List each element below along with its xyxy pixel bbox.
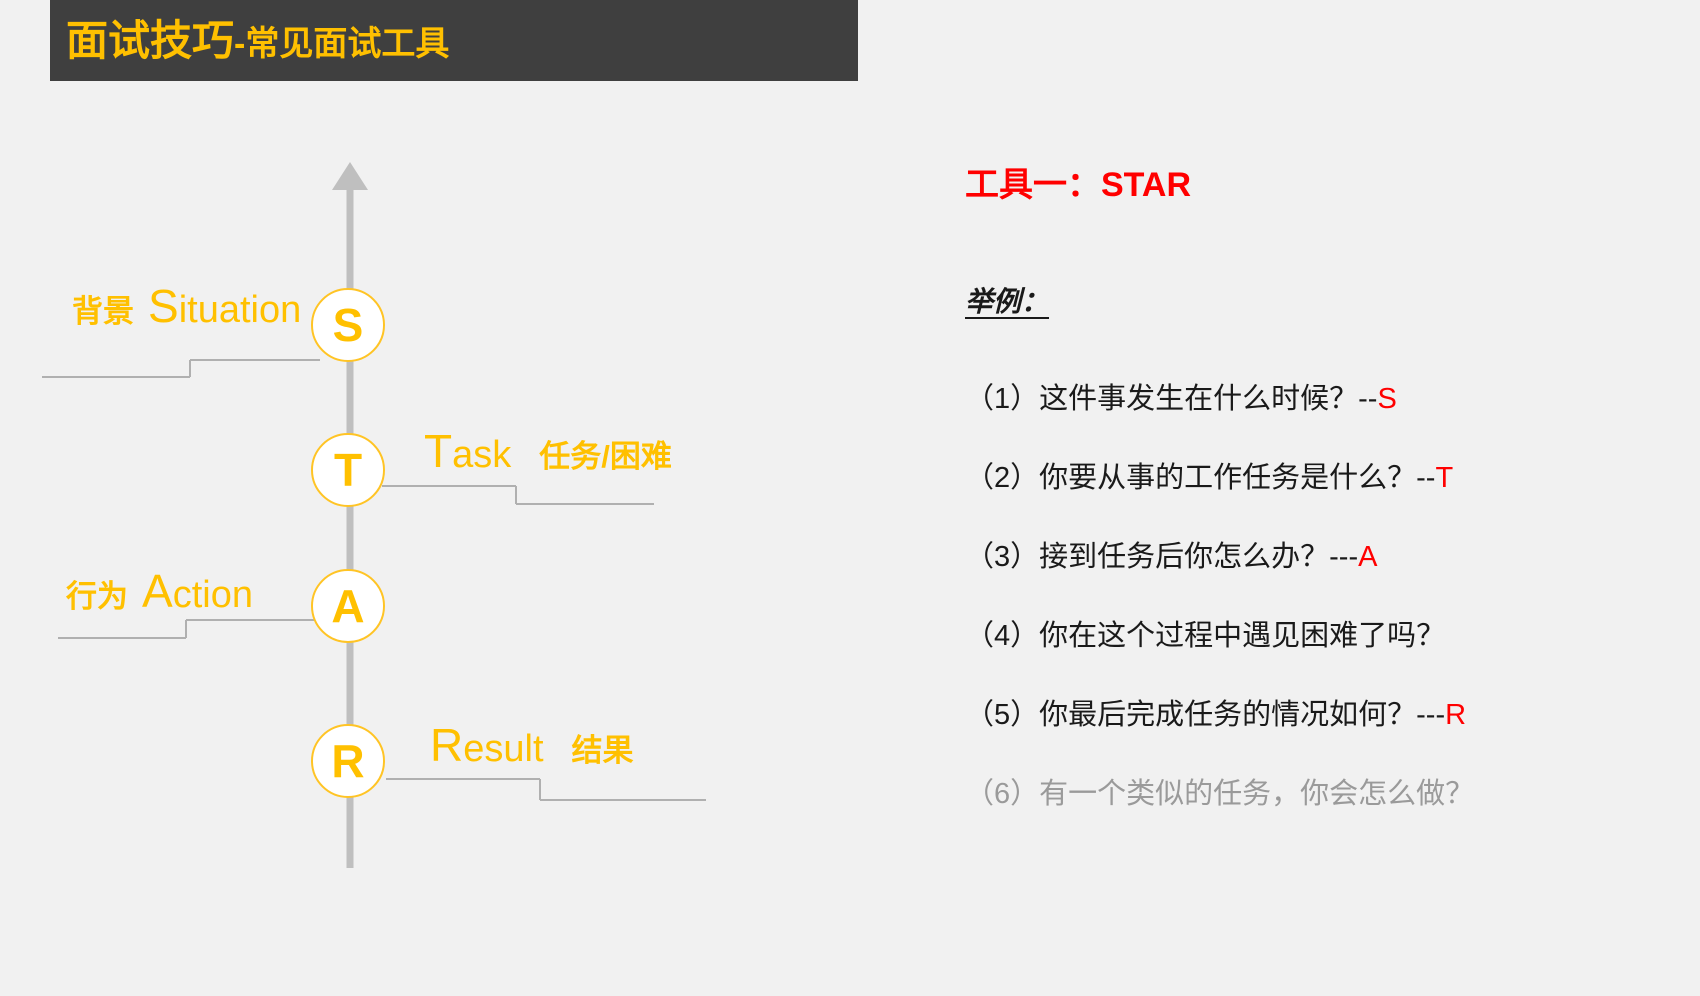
connector-s — [42, 359, 320, 378]
label-result-cn: 结果 — [571, 733, 634, 768]
node-letter-t: T — [333, 444, 363, 496]
page-title-sub: -常见面试工具 — [234, 24, 450, 63]
node-result[interactable]: R — [311, 724, 385, 798]
question-text: （2）你要从事的工作任务是什么？-- — [965, 462, 1436, 494]
connector-a — [58, 619, 322, 639]
connector-t — [382, 485, 654, 505]
label-action-cn: 行为 — [66, 579, 128, 614]
title-bar: 面试技巧-常见面试工具 — [50, 0, 858, 81]
examples-label: 举例： — [965, 286, 1050, 317]
question-tag: S — [1377, 383, 1397, 415]
page-title-main: 面试技巧 — [66, 16, 235, 64]
right-panel: 工具一：STAR 举例： （1）这件事发生在什么时候？--S （2）你要从事的工… — [965, 0, 1685, 996]
star-diagram: S T A R 背景 Situation Task 任务/困难 行为 Action R… — [42, 162, 706, 868]
question-text: （5）你最后完成任务的情况如何？--- — [965, 699, 1446, 731]
label-task: Task 任务/困难 — [424, 428, 672, 474]
question-list: （1）这件事发生在什么时候？--S （2）你要从事的工作任务是什么？--T （3… — [965, 360, 1685, 834]
node-letter-a: A — [331, 580, 365, 632]
question-tag: R — [1445, 699, 1467, 731]
page-title: 面试技巧-常见面试工具 — [66, 16, 450, 64]
label-result-en: Result — [430, 719, 544, 771]
label-result: Result 结果 — [430, 722, 634, 768]
list-item: （6）有一个类似的任务，你会怎么做？ — [965, 755, 1685, 834]
list-item: （3）接到任务后你怎么办？---A — [965, 518, 1685, 597]
label-situation-en: Situation — [148, 280, 302, 332]
list-item: （1）这件事发生在什么时候？--S — [965, 360, 1685, 439]
list-item: （4）你在这个过程中遇见困难了吗？ — [965, 597, 1685, 676]
question-tag: A — [1358, 541, 1378, 573]
label-situation: 背景 Situation — [72, 283, 301, 329]
label-task-en: Task — [424, 425, 512, 477]
tool-heading: 工具一：STAR — [965, 166, 1192, 204]
label-action-en: Action — [142, 565, 253, 617]
question-text: （6）有一个类似的任务，你会怎么做？ — [965, 778, 1475, 810]
node-situation[interactable]: S — [311, 288, 385, 362]
node-letter-s: S — [332, 299, 364, 351]
question-text: （1）这件事发生在什么时候？-- — [965, 383, 1378, 415]
list-item: （2）你要从事的工作任务是什么？--T — [965, 439, 1685, 518]
diagram-connector-lines — [42, 162, 706, 868]
label-situation-cn: 背景 — [72, 294, 134, 329]
question-tag: T — [1435, 462, 1454, 494]
label-action: 行为 Action — [66, 568, 253, 614]
question-text: （4）你在这个过程中遇见困难了吗？ — [965, 620, 1446, 652]
node-task[interactable]: T — [311, 433, 385, 507]
node-action[interactable]: A — [311, 569, 385, 643]
question-text: （3）接到任务后你怎么办？--- — [965, 541, 1359, 573]
connector-r — [386, 778, 706, 801]
label-task-cn: 任务/困难 — [539, 439, 672, 474]
list-item: （5）你最后完成任务的情况如何？---R — [965, 676, 1685, 755]
node-letter-r: R — [331, 735, 365, 787]
